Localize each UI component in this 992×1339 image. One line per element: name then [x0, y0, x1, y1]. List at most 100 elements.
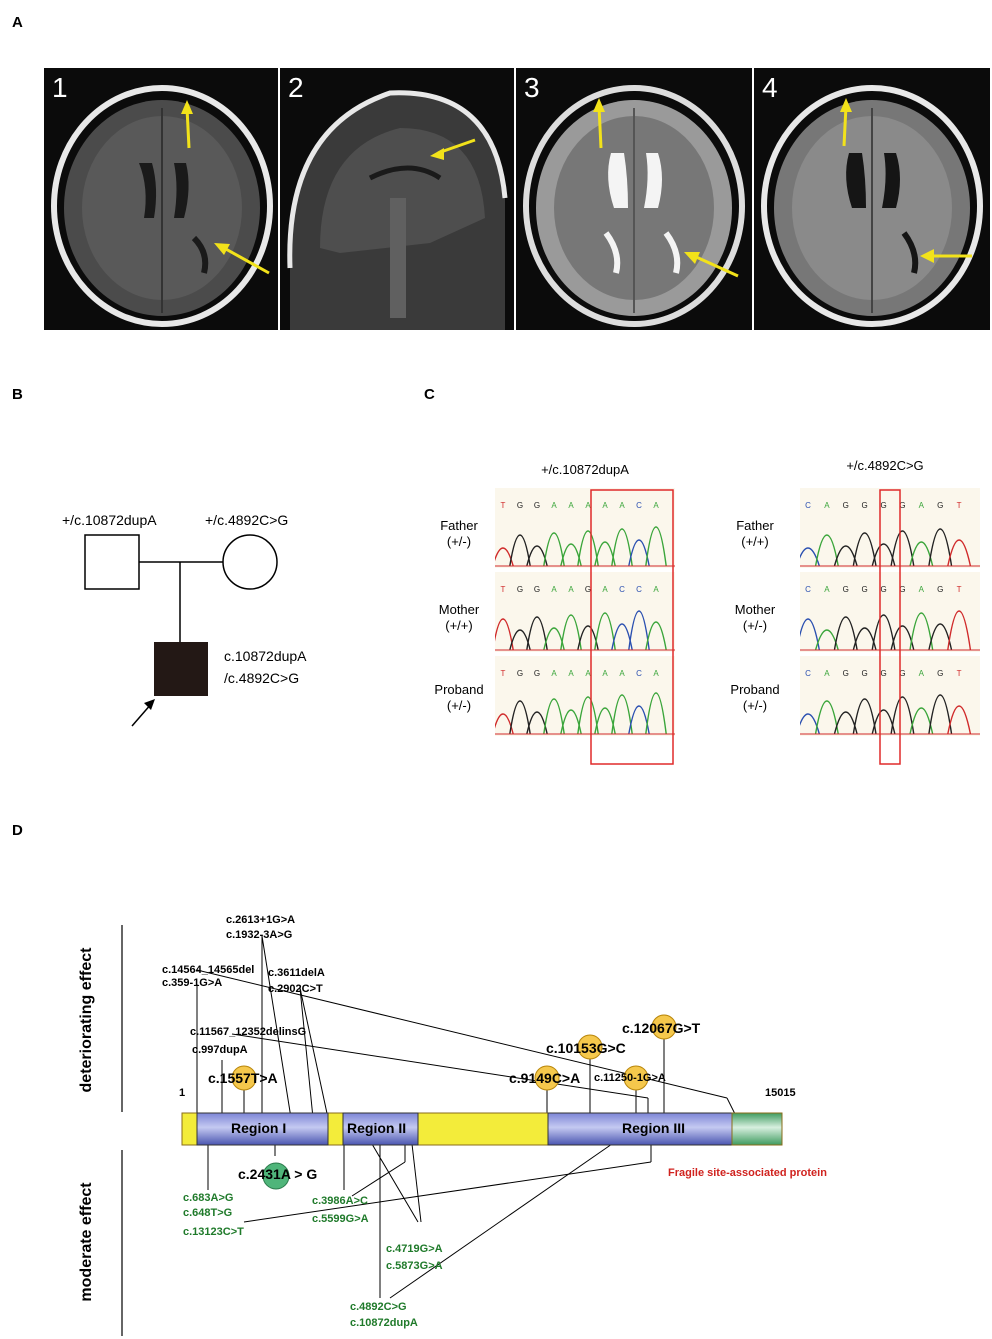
seq-left-base-call: A — [602, 585, 608, 594]
seq-right-base-call: T — [957, 585, 962, 594]
seq-right-base-call: G — [899, 669, 905, 678]
seq-right-peak — [814, 700, 839, 735]
seq-left-row-name: Mother — [438, 602, 480, 617]
seq-left-peak — [645, 621, 667, 651]
seq-left-row-label: Proband(+/-) — [426, 682, 492, 714]
seq-left-trace-bg — [495, 656, 675, 736]
seq-left-base-call: G — [585, 585, 591, 594]
protein-domain-diagram — [121, 925, 783, 1336]
mother-genotype: +/c.4892C>G — [205, 512, 289, 528]
seq-right-peak — [800, 618, 821, 651]
seq-right-peak — [928, 528, 953, 567]
seq-left-peak — [526, 616, 548, 651]
seq-left-title: +/c.10872dupA — [541, 462, 629, 477]
seq-left-row-genotype: (+/+) — [445, 618, 473, 633]
seq-left-peak — [526, 545, 548, 567]
region-iii-label: Region III — [622, 1120, 685, 1136]
seq-right-row-genotype: (+/-) — [742, 698, 768, 713]
seq-right-base-call: G — [843, 585, 849, 594]
deteriorating-variant-label: c.1557T>A — [208, 1070, 278, 1086]
seq-right-variant-highlight-box — [879, 489, 901, 765]
seq-left-base-call: A — [585, 501, 591, 510]
deteriorating-variant-label: c.2902C>T — [268, 983, 323, 995]
seq-right-peak — [890, 696, 915, 735]
seq-left-peak — [645, 692, 667, 735]
seq-left-peak — [577, 696, 599, 735]
seq-right-base-call: A — [919, 585, 925, 594]
seq-left-base-call: A — [568, 585, 574, 594]
seq-right-peak — [909, 612, 934, 651]
seq-left-row-name: Father — [440, 518, 478, 533]
seq-left-row-name: Proband — [434, 682, 484, 697]
region-ii-box — [342, 1112, 419, 1146]
seq-right-peak — [852, 698, 877, 735]
seq-right-base-call: G — [937, 501, 943, 510]
seq-right-base-call: G — [899, 585, 905, 594]
mri-label-3: 3 — [524, 72, 540, 103]
deteriorating-variant-label: c.997dupA — [192, 1044, 248, 1056]
seq-left-peak — [543, 532, 565, 567]
seq-right-peak — [852, 532, 877, 567]
seq-right-peak — [800, 713, 821, 735]
moderate-connectors — [207, 1143, 652, 1299]
seq-right-base-call: G — [862, 669, 868, 678]
variant-marker-c11250 — [623, 1065, 649, 1091]
seq-right-base-call: G — [899, 501, 905, 510]
seq-left-variant-highlight-box — [590, 489, 674, 765]
region-iii-box — [547, 1112, 733, 1146]
seq-right-peak — [928, 694, 953, 735]
seq-right-row-name: Mother — [734, 602, 776, 617]
seq-right-base-call: A — [919, 669, 925, 678]
seq-left-base-call: A — [602, 669, 608, 678]
deteriorating-variant-label: c.14564_14565del — [162, 964, 255, 976]
seq-left-base-call: G — [534, 669, 540, 678]
seq-right-base-call: G — [937, 585, 943, 594]
seq-right-base-call: G — [937, 669, 943, 678]
moderate-variant-label: c.683A>G — [183, 1192, 234, 1204]
seq-left-trace-bg — [495, 572, 675, 652]
mri-image-1: 1 — [44, 68, 278, 330]
seq-left-base-call: A — [619, 501, 625, 510]
pedigree-chart — [84, 534, 278, 727]
panel-label-c: C — [424, 386, 435, 403]
seq-left-base-call: C — [636, 585, 642, 594]
panel-label-b: B — [12, 386, 23, 403]
seq-left-peak — [509, 534, 531, 567]
protein-start: 1 — [179, 1087, 186, 1099]
proband-genotype-1: c.10872dupA — [224, 648, 307, 664]
c-terminal-domain — [731, 1112, 783, 1146]
seq-left-base-call: A — [602, 501, 608, 510]
seq-left-base-call: C — [636, 501, 642, 510]
seq-right-base-call: A — [919, 501, 925, 510]
seq-left-base-call: T — [501, 585, 506, 594]
seq-right-base-call: A — [824, 669, 830, 678]
seq-left-base-call: C — [636, 669, 642, 678]
moderate-variant-label: c.2431A > G — [238, 1166, 318, 1182]
father-square — [84, 534, 140, 590]
seq-right-base-call: G — [862, 585, 868, 594]
fragile-site-label: Fragile site-associated protein — [668, 1167, 827, 1179]
panel-label-a: A — [12, 14, 23, 31]
seq-left-base-call: A — [568, 501, 574, 510]
variant-marker-c12067 — [651, 1014, 677, 1040]
mri-axial-t1-drawing — [51, 85, 273, 327]
moderate-variant-label: c.3986A>C — [312, 1195, 368, 1207]
seq-left-base-call: G — [517, 669, 523, 678]
deteriorating-variant-label: c.2613+1G>A — [226, 914, 296, 926]
deteriorating-variant-label: c.3611delA — [268, 967, 325, 979]
variant-marker-c2431 — [262, 1162, 290, 1190]
seq-left-row-genotype: (+/-) — [446, 698, 472, 713]
seq-right-peak — [947, 610, 972, 651]
variant-marker-c9149 — [534, 1065, 560, 1091]
seq-left-base-call: G — [517, 585, 523, 594]
mri-label-4: 4 — [762, 72, 778, 103]
mri-axial-flair-drawing — [761, 85, 983, 327]
seq-left-base-call: A — [653, 501, 659, 510]
seq-right-row-label: Father(+/+) — [722, 518, 788, 550]
seq-left-peak — [594, 612, 616, 651]
seq-right-peak — [890, 530, 915, 567]
seq-left-trace-bg — [495, 488, 675, 568]
deteriorating-variant-label: c.9149C>A — [509, 1070, 581, 1086]
